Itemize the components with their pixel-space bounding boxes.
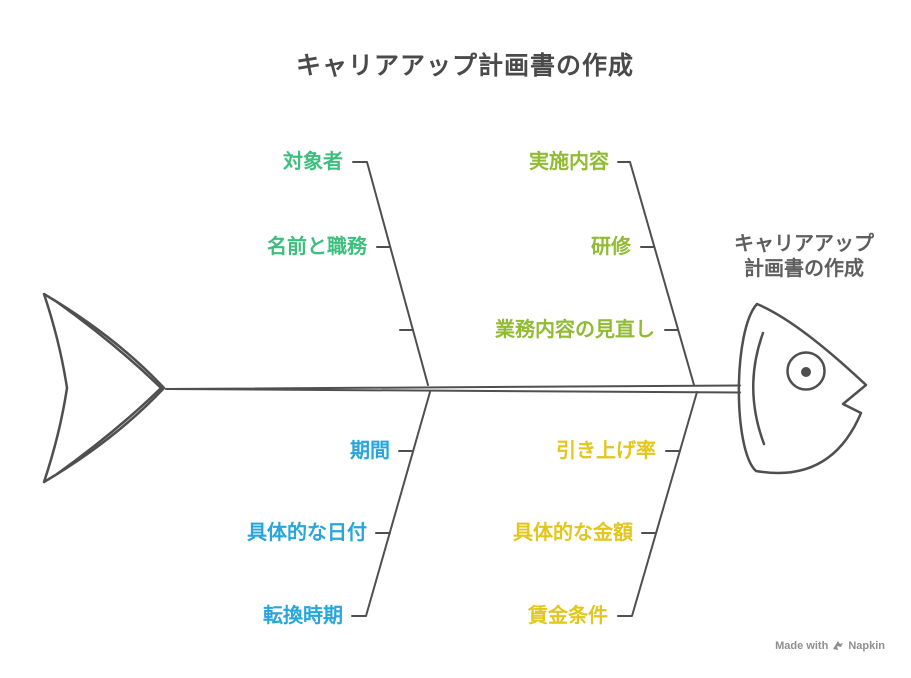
branch-bottom-right [617, 391, 698, 617]
branch-label-tenkan-jiki: 転換時期 [263, 605, 343, 627]
branch-top-right [617, 161, 695, 386]
napkin-watermark: Made with Napkin [775, 640, 885, 652]
branch-label-gyoumu-naiyou-no-minaoshi: 業務内容の見直し [495, 319, 655, 341]
branch-label-gutaiteki-na-kingaku: 具体的な金額 [513, 522, 633, 544]
branch-bottom-left [351, 391, 431, 617]
branch-label-gutaiteki-na-hizuke: 具体的な日付 [247, 522, 367, 544]
fish-gill-line [752, 331, 766, 446]
page-title: キャリアアップ計画書の作成 [295, 52, 634, 80]
branch-label-chingin-jouken: 賃金条件 [528, 605, 608, 627]
napkin-logo-icon [833, 641, 844, 650]
fish-eye [786, 351, 826, 391]
fish-head [737, 302, 868, 475]
fish-tail-inner-line [55, 386, 163, 476]
fish-head-label-line1: キャリアアップ [734, 233, 874, 255]
watermark-brand: Napkin [848, 640, 885, 652]
spine-line [165, 388, 741, 394]
fish-tail-inner-line [55, 300, 163, 390]
branch-label-kikan: 期間 [350, 440, 390, 462]
fish-head-label: キャリアアップ 計画書の作成 [733, 232, 875, 282]
branch-label-taishousha: 対象者 [283, 151, 343, 173]
fish-tail [42, 292, 166, 484]
fish-head-label-line2: 計画書の作成 [744, 258, 864, 280]
watermark-prefix: Made with [775, 640, 829, 652]
fish-eye-pupil [801, 367, 811, 377]
branch-label-hikiage-ritsu: 引き上げ率 [556, 440, 656, 462]
spine-line [165, 384, 741, 390]
branch-label-jisshi-naiyou: 実施内容 [529, 151, 609, 173]
branch-label-namae-to-shokumu: 名前と職務 [267, 236, 367, 258]
branch-top-left [352, 161, 429, 386]
branch-label-kenshuu: 研修 [591, 236, 631, 258]
